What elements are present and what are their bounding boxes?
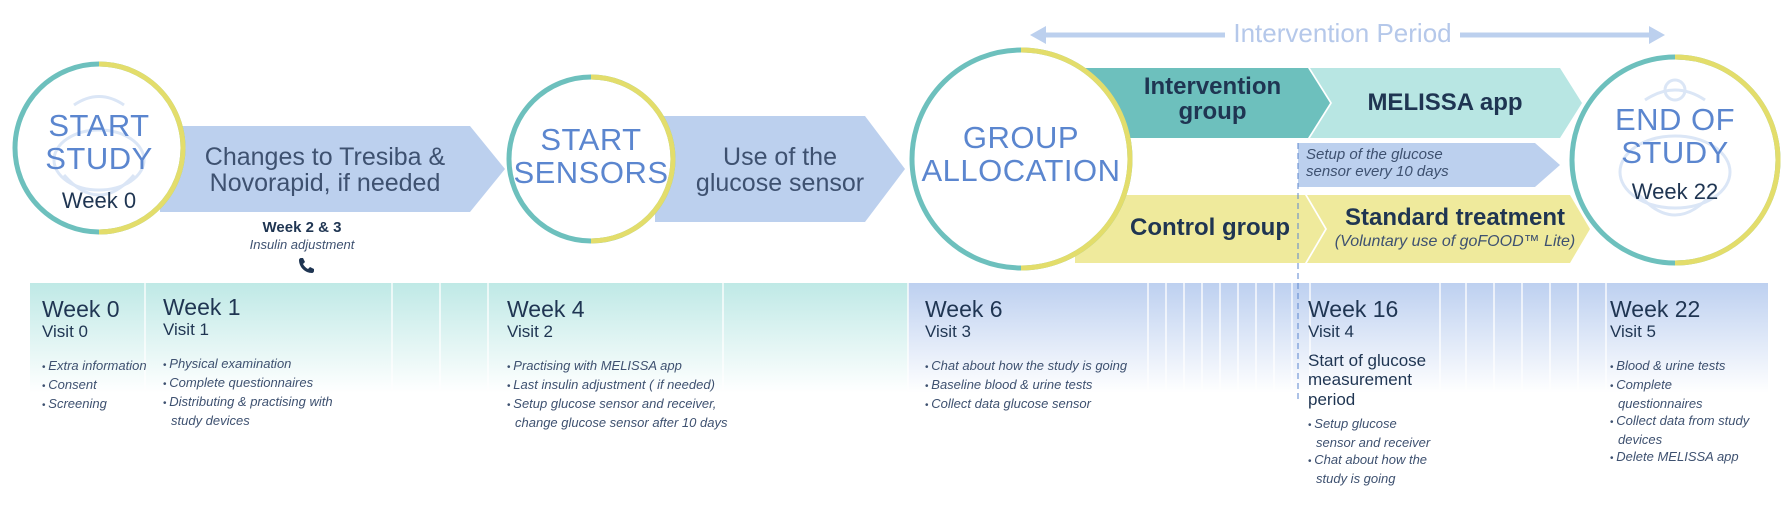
visit-label: Visit 2 [507,322,553,342]
intervention-group-label: Intervention group [1120,73,1305,126]
visit-label: Visit 0 [42,322,88,342]
task-item: Screening [42,395,152,414]
intervention-group-line1: Intervention [1143,73,1282,100]
period-heading: Start of glucose measurement period [1308,350,1427,409]
timeline-dividers [144,283,1607,393]
group-allocation-line2: ALLOCATION [921,152,1121,188]
end-study-week: Week 22 [1631,179,1719,204]
arrow2-line1: Use of the [723,143,837,171]
task-item: Delete MELISSA app [1610,448,1755,467]
sensor-setup-line1: Setup of the glucose [1306,146,1443,163]
visit-label: Visit 4 [1308,322,1354,342]
task-item: Consent [42,376,152,395]
task-item: Collect data from study devices [1610,412,1755,448]
intervention-period-label: Intervention Period [1233,18,1452,48]
intervention-period-arrow [1030,26,1665,44]
timeline-week0: Week 0 Visit 0 Extra information Consent… [42,296,152,414]
task-item: Setup glucose sensor and receiver [1308,415,1438,451]
task-list: Practising with MELISSA app Last insulin… [507,357,732,431]
task-item: Collect data glucose sensor [925,395,1135,414]
task-item: Physical examination [163,355,333,374]
start-study-week: Week 0 [61,188,137,213]
visit-label: Visit 3 [925,322,971,342]
week-label: Week 0 [42,296,120,322]
end-study-line2: STUDY [1621,134,1729,170]
group-allocation-circle [909,47,1133,271]
phone-icon [299,258,314,273]
start-study-line1: START [48,108,150,143]
timeline-band-early [30,283,908,393]
melissa-app-label: MELISSA app [1367,89,1523,116]
timeline-week1: Week 1 Visit 1 Physical examination Comp… [163,294,333,429]
arrow-glucose-sensor [655,116,905,222]
week-label: Week 16 [1308,296,1399,322]
week-label: Week 22 [1610,296,1701,322]
task-item: Chat about how the study is going [925,357,1135,376]
group-allocation-title: GROUP ALLOCATION [913,120,1129,188]
task-list: Chat about how the study is going Baseli… [925,357,1135,414]
week-label: Week 4 [507,296,585,322]
week-label: Week 1 [163,294,241,320]
arrow-control-group [1075,195,1325,263]
task-item: Practising with MELISSA app [507,357,732,376]
task-item: Baseline blood & urine tests [925,376,1135,395]
sensor-setup-label: Setup of the glucose sensor every 10 day… [1306,146,1536,181]
end-study-circle [1569,54,1781,266]
control-group-label: Control group [1130,214,1290,241]
arrow-intervention-group [1075,68,1330,138]
start-sensors-line1: START [540,122,642,157]
start-study-title: START STUDY [35,108,163,176]
start-study-circle [12,61,186,235]
arrow-sensor-setup [1298,143,1560,187]
arrow1-line1: Changes to Tresiba & [204,143,446,171]
intervention-group-line2: group [1178,98,1247,126]
sensor-setup-line2: sensor every 10 days [1306,163,1449,181]
task-list: Extra information Consent Screening [42,357,152,414]
arrow-tresiba-novorapid [160,126,505,212]
task-list: Physical examination Complete questionna… [163,355,333,429]
end-study-line1: END OF [1614,102,1736,137]
end-study-title: END OF STUDY [1595,102,1755,170]
arrow-standard-treatment [1307,195,1590,263]
start-sensors-line2: SENSORS [513,154,669,190]
task-item: Complete questionnaires [163,374,333,393]
start-sensors-title: START SENSORS [511,122,671,190]
arrow1-line2: Novorapid, if needed [209,169,441,198]
task-item: Chat about how the study is going [1308,451,1438,487]
task-item: Distributing & practising with study dev… [163,393,333,429]
task-item: Complete questionnaires [1610,376,1755,412]
timeline-week4: Week 4 Visit 2 Practising with MELISSA a… [507,296,732,431]
task-list: Blood & urine tests Complete questionnai… [1610,357,1755,467]
week-label: Week 6 [925,296,1003,322]
arrow-melissa-app [1310,68,1582,138]
task-list: Setup glucose sensor and receiver Chat a… [1308,415,1438,487]
arrow1-text: Changes to Tresiba & Novorapid, if neede… [185,144,465,197]
task-item: Setup glucose sensor and receiver, chang… [507,395,732,431]
start-sensors-circle [506,74,676,244]
visit-label: Visit 5 [1610,322,1656,342]
timeline-week6: Week 6 Visit 3 Chat about how the study … [925,296,1135,414]
standard-treatment-label: Standard treatment [1344,204,1566,231]
task-item: Blood & urine tests [1610,357,1755,376]
insulin-adjustment-week: Week 2 & 3 [262,219,342,236]
arrow2-text: Use of the glucose sensor [680,144,880,197]
visit-label: Visit 1 [163,320,209,340]
group-allocation-line1: GROUP [962,120,1080,155]
start-study-line2: STUDY [45,140,153,176]
task-item: Extra information [42,357,152,376]
timeline-week16: Week 16 Visit 4 Start of glucose measure… [1308,296,1438,487]
standard-treatment-sub: (Voluntary use of goFOOD™ Lite) [1334,233,1576,250]
timeline-week22: Week 22 Visit 5 Blood & urine tests Comp… [1610,296,1755,467]
insulin-adjustment-label: Insulin adjustment [249,237,355,252]
task-item: Last insulin adjustment ( if needed) [507,376,732,395]
arrow2-line2: glucose sensor [695,169,865,198]
